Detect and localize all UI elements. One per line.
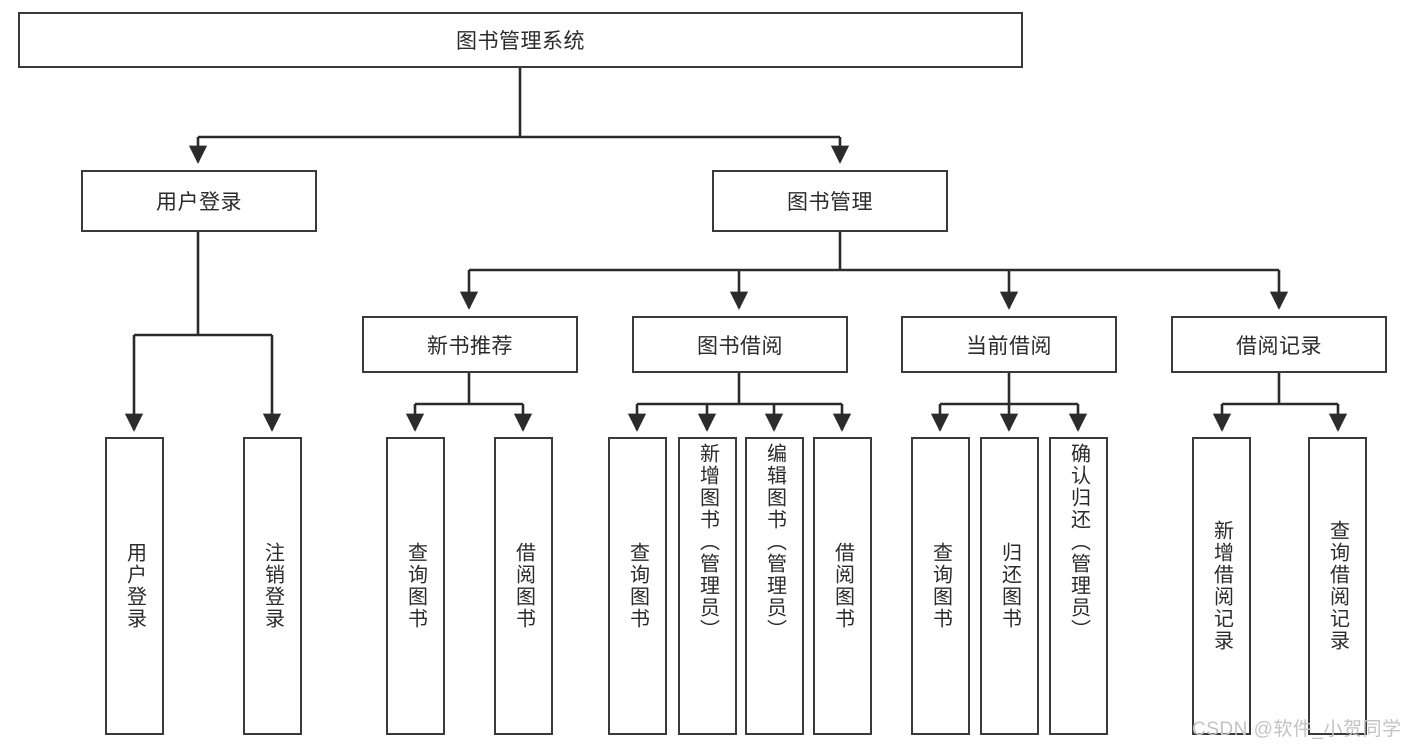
vtext-wrap: 注销登录 (261, 439, 284, 733)
node-label: 图书借阅 (697, 334, 783, 358)
node-label: 新增图书（管理员） (696, 443, 719, 641)
node-label: 查询借阅记录 (1326, 520, 1349, 652)
node-leaf-user-login-signin[interactable]: 用户登录 (105, 437, 164, 735)
node-label: 图书管理系统 (456, 30, 585, 53)
vtext-wrap: 查询图书 (929, 439, 952, 733)
vtext-wrap: 用户登录 (123, 439, 146, 733)
node-book-management[interactable]: 图书管理 (712, 170, 948, 232)
node-user-login[interactable]: 用户登录 (81, 170, 317, 232)
node-label: 归还图书 (998, 542, 1021, 630)
node-label: 查询图书 (404, 542, 427, 630)
vtext-wrap: 查询借阅记录 (1326, 439, 1349, 733)
node-leaf-newbook-borrow-book[interactable]: 借阅图书 (494, 437, 553, 735)
node-label: 借阅图书 (831, 542, 854, 630)
node-label: 图书管理 (787, 191, 873, 214)
vtext-wrap: 查询图书 (626, 439, 649, 733)
node-leaf-borrowrecord-add-record[interactable]: 新增借阅记录 (1192, 437, 1251, 735)
vtext-wrap: 新增图书（管理员） (696, 439, 719, 737)
node-leaf-bookborrow-borrow-book[interactable]: 借阅图书 (813, 437, 872, 735)
node-label: 确认归还（管理员） (1067, 443, 1090, 641)
node-leaf-newbook-query-book[interactable]: 查询图书 (386, 437, 445, 735)
node-root-book-management-system[interactable]: 图书管理系统 (18, 12, 1023, 68)
node-label: 当前借阅 (966, 334, 1052, 358)
vtext-wrap: 归还图书 (998, 439, 1021, 733)
node-book-borrowing[interactable]: 图书借阅 (632, 316, 848, 373)
node-leaf-bookborrow-add-book-admin[interactable]: 新增图书（管理员） (678, 437, 737, 735)
node-label: 查询图书 (626, 542, 649, 630)
node-borrowing-record[interactable]: 借阅记录 (1171, 316, 1387, 373)
node-label: 编辑图书（管理员） (763, 443, 786, 641)
node-label: 新增借阅记录 (1210, 520, 1233, 652)
node-label: 新书推荐 (427, 334, 513, 358)
node-label: 用户登录 (156, 191, 242, 214)
vtext-wrap: 借阅图书 (831, 439, 854, 733)
node-label: 用户登录 (123, 542, 146, 630)
vtext-wrap: 编辑图书（管理员） (763, 439, 786, 737)
vtext-wrap: 查询图书 (404, 439, 427, 733)
vtext-wrap: 借阅图书 (512, 439, 535, 733)
vtext-wrap: 确认归还（管理员） (1067, 439, 1090, 737)
node-leaf-currentborrow-return-book[interactable]: 归还图书 (980, 437, 1039, 735)
node-leaf-bookborrow-edit-book-admin[interactable]: 编辑图书（管理员） (745, 437, 804, 735)
node-leaf-currentborrow-confirm-return-admin[interactable]: 确认归还（管理员） (1049, 437, 1108, 735)
node-label: 注销登录 (261, 542, 284, 630)
node-label: 查询图书 (929, 542, 952, 630)
node-current-borrowing[interactable]: 当前借阅 (901, 316, 1117, 373)
node-leaf-user-login-signout[interactable]: 注销登录 (243, 437, 302, 735)
node-label: 借阅记录 (1236, 334, 1322, 358)
vtext-wrap: 新增借阅记录 (1210, 439, 1233, 733)
node-new-book-recommendation[interactable]: 新书推荐 (362, 316, 578, 373)
node-leaf-bookborrow-query-book[interactable]: 查询图书 (608, 437, 667, 735)
node-label: 借阅图书 (512, 542, 535, 630)
node-leaf-currentborrow-query-book[interactable]: 查询图书 (911, 437, 970, 735)
node-leaf-borrowrecord-query-record[interactable]: 查询借阅记录 (1308, 437, 1367, 735)
